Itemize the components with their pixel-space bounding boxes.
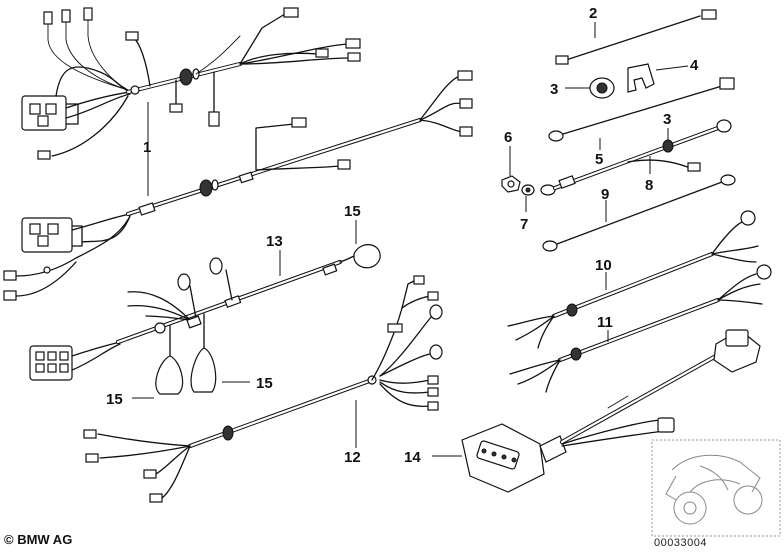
harness-13 bbox=[29, 244, 381, 395]
motorcycle-thumbnail bbox=[651, 439, 781, 537]
callout-3a: 3 bbox=[550, 81, 558, 98]
callout-15-right: 15 bbox=[256, 375, 273, 392]
part-6-nut bbox=[501, 175, 521, 193]
callout-8: 8 bbox=[645, 177, 653, 194]
harness-1-upper bbox=[21, 7, 361, 160]
part-11-cable bbox=[509, 264, 772, 393]
harness-1-lower bbox=[3, 70, 473, 301]
callout-5: 5 bbox=[595, 151, 603, 168]
callout-15-left: 15 bbox=[106, 391, 123, 408]
part-10-cable bbox=[507, 210, 759, 349]
callout-15-top: 15 bbox=[344, 203, 361, 220]
part-4-bracket bbox=[627, 63, 655, 93]
callout-14: 14 bbox=[404, 449, 421, 466]
part-8-cable bbox=[540, 119, 732, 196]
part-2-cable bbox=[555, 9, 717, 65]
callout-3b: 3 bbox=[663, 111, 671, 128]
callout-2: 2 bbox=[589, 5, 597, 22]
callout-7: 7 bbox=[520, 216, 528, 233]
callout-10: 10 bbox=[595, 257, 612, 274]
callout-6: 6 bbox=[504, 129, 512, 146]
callout-labels: 1 2 3 3 4 5 6 7 8 9 10 11 12 13 14 15 15… bbox=[106, 5, 699, 466]
callout-9: 9 bbox=[601, 186, 609, 203]
part-14-adapter-harness bbox=[461, 329, 761, 493]
callout-4: 4 bbox=[690, 57, 699, 74]
callout-13: 13 bbox=[266, 233, 283, 250]
callout-11: 11 bbox=[597, 314, 613, 331]
part-3-grommet bbox=[589, 77, 615, 99]
harness-12 bbox=[83, 275, 443, 503]
callout-1: 1 bbox=[143, 139, 151, 156]
document-number: 00033004 bbox=[654, 537, 707, 549]
leader-lines bbox=[132, 22, 689, 457]
copyright-label: © BMW AG bbox=[4, 532, 73, 547]
part-9-cable bbox=[542, 174, 736, 252]
part-5-cable bbox=[548, 77, 735, 142]
part-7-washer bbox=[521, 184, 535, 196]
callout-12: 12 bbox=[344, 449, 361, 466]
